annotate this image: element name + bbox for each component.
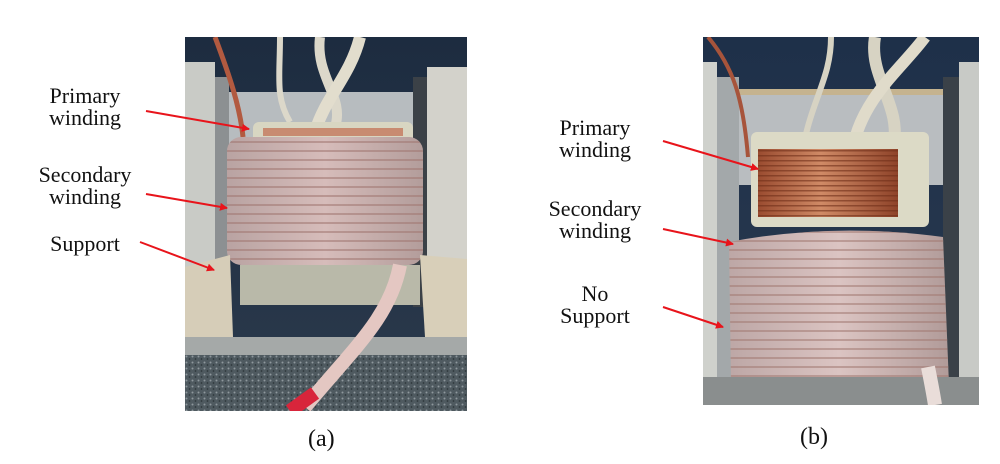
label-b-primary-line1: Primary xyxy=(559,115,631,140)
label-b-secondary-line2: winding xyxy=(558,218,632,243)
label-b-support-line2: Support xyxy=(560,303,630,328)
label-a-primary-winding: Primary winding xyxy=(20,85,150,129)
label-b-no-support: No Support xyxy=(530,283,660,327)
label-a-secondary-line2: winding xyxy=(48,184,122,209)
label-a-secondary-line1: Secondary xyxy=(38,162,132,187)
label-b-support-line1: No xyxy=(581,281,609,306)
caption-a: (a) xyxy=(308,426,335,452)
label-b-primary-line2: winding xyxy=(558,137,632,162)
label-a-primary-line2: winding xyxy=(48,105,122,130)
label-a-support-line1: Support xyxy=(50,231,120,256)
label-b-primary-winding: Primary winding xyxy=(530,117,660,161)
transformer-photo-b xyxy=(703,37,979,405)
label-a-primary-line1: Primary xyxy=(49,83,121,108)
photo-b xyxy=(703,37,979,405)
photo-a xyxy=(185,37,467,411)
caption-b: (b) xyxy=(800,424,828,450)
label-a-support: Support xyxy=(20,233,150,255)
transformer-photo-a xyxy=(185,37,467,411)
label-b-secondary-winding: Secondary winding xyxy=(530,198,660,242)
label-a-secondary-winding: Secondary winding xyxy=(20,164,150,208)
label-b-secondary-line1: Secondary xyxy=(548,196,642,221)
